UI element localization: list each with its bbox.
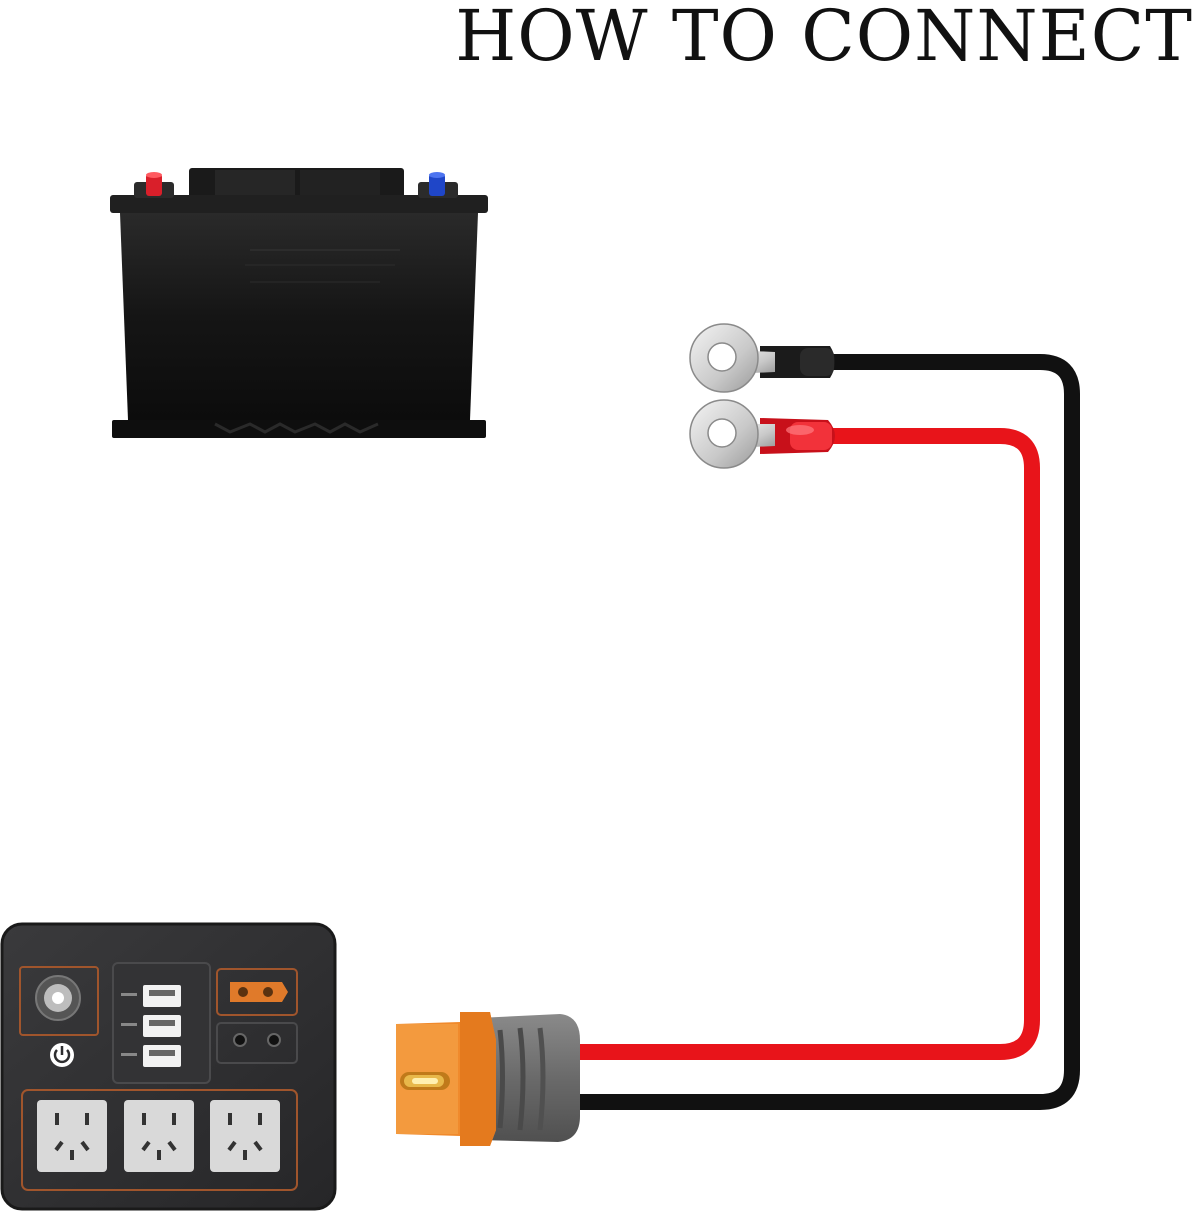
positive-terminal-icon: [134, 172, 174, 198]
xt60-port-icon: [230, 982, 288, 1002]
negative-wire: [572, 354, 1080, 1110]
dc-port-icon: [233, 1033, 281, 1047]
power-button-icon: [35, 975, 81, 1021]
ac-outlet-icon: [210, 1100, 280, 1172]
ac-outlet-icon: [124, 1100, 194, 1172]
usb-port-icon: [121, 1045, 181, 1067]
negative-terminal-icon: [418, 172, 458, 198]
page-title: HOW TO CONNECT: [455, 0, 1193, 77]
negative-ring-terminal-icon: [689, 323, 835, 393]
power-station-panel-icon: [0, 922, 337, 1211]
power-icon: [50, 1043, 74, 1067]
ac-outlet-icon: [37, 1100, 107, 1172]
positive-wire: [572, 428, 1040, 1060]
usb-port-icon: [121, 985, 181, 1007]
car-battery-icon: [110, 168, 488, 438]
usb-port-icon: [121, 1015, 181, 1037]
xt60-connector-icon: [396, 1012, 580, 1146]
positive-ring-terminal-icon: [689, 399, 835, 469]
